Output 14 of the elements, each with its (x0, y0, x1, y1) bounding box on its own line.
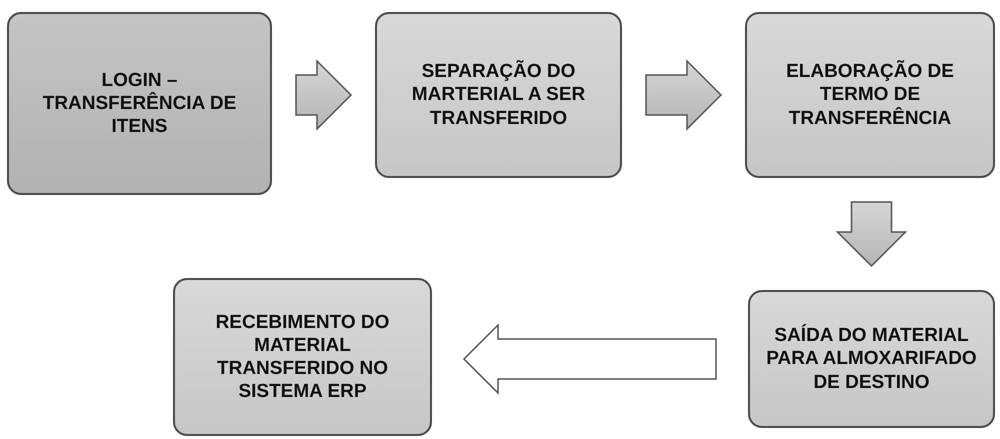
box-label: ELABORAÇÃO DE TERMO DE TRANSFERÊNCIA (785, 60, 955, 130)
box-label: LOGIN – TRANSFERÊNCIA DE ITENS (42, 68, 238, 138)
box-label: SEPARAÇÃO DO MARTERIAL A SER TRANSFERIDO (410, 60, 586, 130)
block-arrow (295, 59, 352, 131)
process-box (173, 278, 432, 436)
block-arrow (462, 323, 717, 395)
process-box (7, 12, 272, 195)
box-label: SAÍDA DO MATERIAL PARA ALMOXARIFADO DE DESTINO (765, 324, 978, 394)
process-box (748, 290, 995, 428)
block-arrow (836, 201, 908, 268)
process-box (375, 12, 622, 178)
block-arrow (645, 59, 722, 131)
process-box (745, 12, 995, 178)
box-label: RECEBIMENTO DO MATERIAL TRANSFERIDO NO SISTEMA ERP (214, 310, 390, 404)
